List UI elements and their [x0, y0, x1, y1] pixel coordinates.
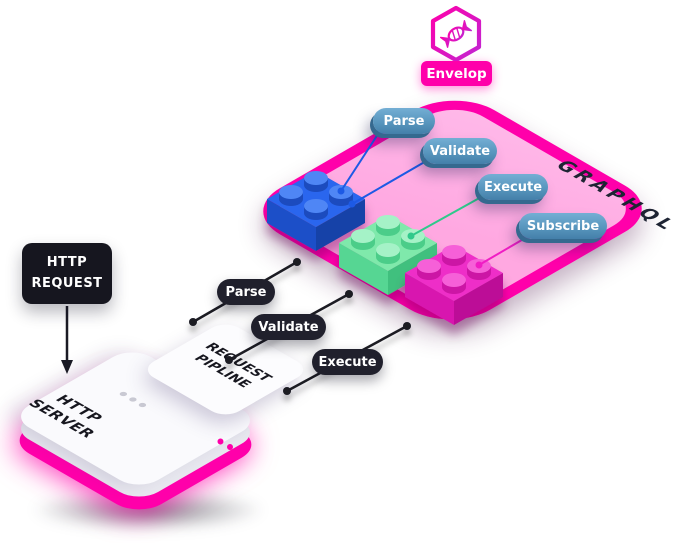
pipeline-dot [345, 290, 353, 298]
plugin-badge-subscribe: Subscribe [519, 213, 607, 239]
http-request-badge: HTTP REQUEST [22, 243, 112, 304]
stage-badge-validate: Validate [251, 314, 326, 340]
http-request-line2: REQUEST [31, 275, 103, 291]
plugin-badge-execute: Execute [478, 174, 548, 200]
plugin-badge-parse: Parse [373, 108, 435, 134]
pipeline-dot [293, 258, 301, 266]
envelop-panel: GRAPHQL [239, 87, 683, 333]
stage-badge-parse: Parse [217, 279, 275, 305]
plugin-badge-validate: Validate [423, 138, 497, 164]
hexagon-outline [430, 5, 482, 63]
pipeline-dot [189, 318, 197, 326]
candy-icon [439, 20, 473, 48]
stage-badge-execute: Execute [312, 349, 383, 375]
server-status-dots [118, 391, 148, 408]
request-arrow-icon [61, 306, 73, 374]
request-pipeline-label: REQUEST PIPLINE [172, 334, 288, 401]
pipeline-dot [283, 387, 291, 395]
hexagon-candy-icon [430, 5, 482, 63]
http-request-line1: HTTP [46, 255, 88, 271]
pipeline-dot [403, 322, 411, 330]
envelop-badge: Envelop [421, 61, 492, 86]
